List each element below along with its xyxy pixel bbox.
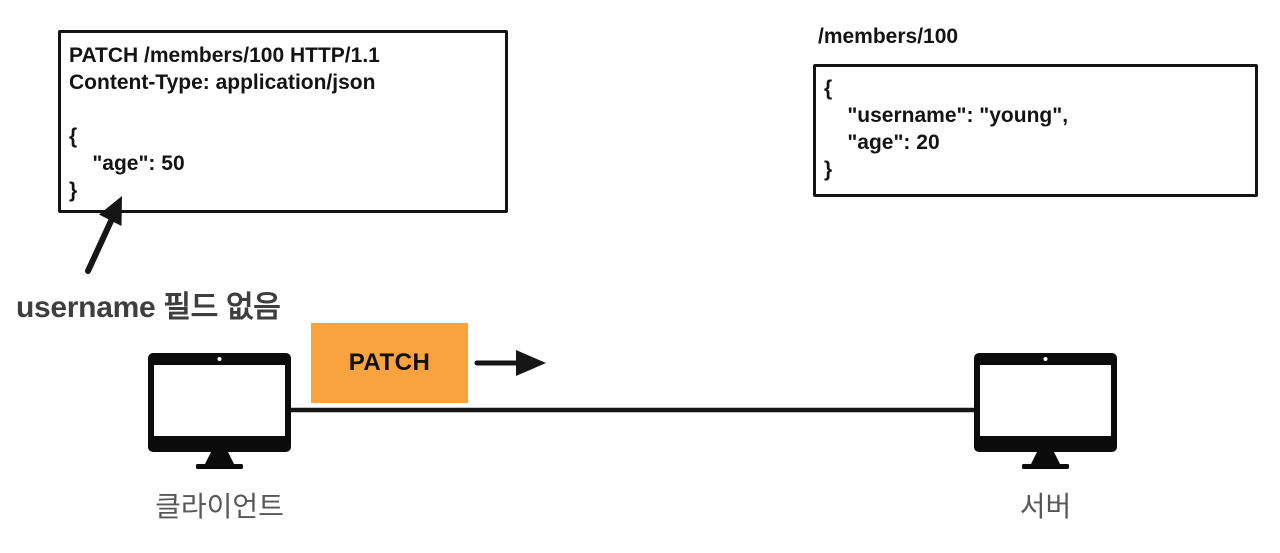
resource-state-box: { "username": "young", "age": 20 } — [813, 64, 1258, 197]
http-request-box: PATCH /members/100 HTTP/1.1 Content-Type… — [58, 30, 508, 213]
resource-path-label: /members/100 — [818, 25, 959, 48]
server-label: 서버 — [1019, 491, 1072, 522]
server-computer-icon — [974, 353, 1117, 469]
resource-state-code: { "username": "young", "age": 20 } — [824, 77, 1069, 181]
http-request-code: PATCH /members/100 HTTP/1.1 Content-Type… — [69, 44, 380, 202]
client-computer-icon — [148, 353, 291, 469]
patch-method-badge: PATCH — [311, 323, 468, 403]
client-label: 클라이언트 — [155, 491, 284, 522]
patch-direction-arrow-icon — [474, 350, 546, 376]
annotation-username-missing: username 필드 없음 — [16, 291, 281, 324]
